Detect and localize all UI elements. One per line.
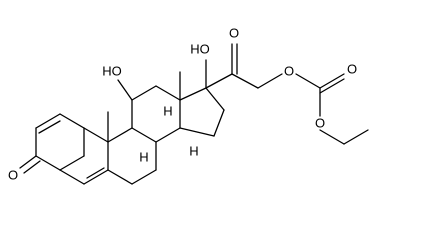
ethyl-carbonate-steroid-structure: HO HO O O O O O H H H xyxy=(8,25,369,185)
h8-label: H xyxy=(163,103,172,118)
ring-a xyxy=(35,113,109,185)
c11-hydroxyl-bond xyxy=(117,79,133,101)
c3-ketone-oxygen-label: O xyxy=(8,167,18,182)
ring-a-core xyxy=(83,127,109,171)
c17-hydroxyl-label: HO xyxy=(190,41,210,56)
ring-b xyxy=(107,127,157,185)
c20-ketone-oxygen-label: O xyxy=(229,25,239,40)
ring-c xyxy=(131,85,181,143)
ester-link-oxygen-label: O xyxy=(284,63,294,78)
ethoxy-oxygen-label: O xyxy=(315,115,325,130)
h9-label: H xyxy=(139,149,148,164)
c11-hydroxyl-label: HO xyxy=(102,63,122,78)
c3-ketone xyxy=(19,155,41,174)
carbonate-carbonyl-oxygen-label: O xyxy=(347,61,357,76)
ring-d xyxy=(179,87,225,137)
h14-label: H xyxy=(189,143,198,158)
side-chain xyxy=(205,43,369,145)
